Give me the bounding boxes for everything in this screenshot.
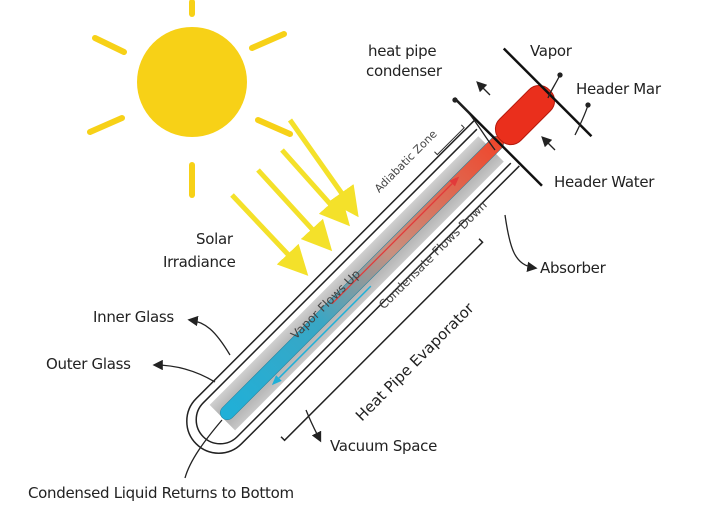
header-line	[502, 47, 593, 138]
sun-icon	[87, 0, 293, 198]
vapor-label: Vapor	[530, 42, 572, 60]
solar-irradiance-label-2: Irradiance	[163, 253, 236, 271]
header-water-label: Header Water	[554, 173, 655, 191]
vacuum-space-label: Vacuum Space	[330, 437, 438, 455]
inner-glass-label: Inner Glass	[93, 308, 174, 326]
outer-glass-label: Outer Glass	[46, 355, 131, 373]
condensate-down-arrow	[278, 285, 372, 379]
adiabatic-bracket	[434, 124, 465, 156]
condenser-bulb	[494, 84, 556, 146]
condensed-liquid-label: Condensed Liquid Returns to Bottom	[28, 484, 294, 502]
absorber-label: Absorber	[540, 259, 606, 277]
solar-irradiance-label: Solar	[196, 230, 233, 248]
heat-pipe	[220, 136, 504, 420]
heat-pipe-condenser-label-2: condenser	[366, 62, 442, 80]
vapor-up-arrow	[331, 183, 453, 305]
evaporator-bracket	[280, 238, 484, 442]
evacuated-tube	[186, 47, 593, 454]
header-manifold-label: Header Mar	[576, 80, 661, 98]
irradiance-arrows	[230, 118, 359, 276]
heat-pipe-condenser-label: heat pipe	[368, 42, 437, 60]
